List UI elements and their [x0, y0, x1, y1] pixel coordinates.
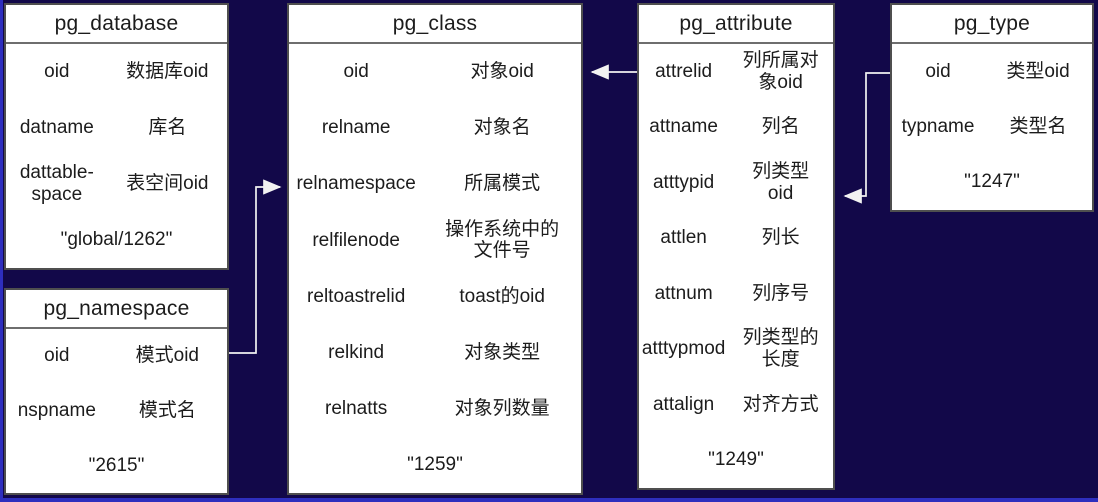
- arrow-pgtype-oid-to-pgattribute-atttypid: [843, 72, 890, 204]
- column-name: relkind: [328, 341, 385, 363]
- column-row: atttypmod 列类型的 长度: [639, 322, 833, 378]
- column-description: 类型名: [1009, 116, 1067, 138]
- column-description: toast的oid: [459, 285, 545, 307]
- column-description: 列序号: [752, 282, 810, 304]
- table-title: pg_class: [289, 5, 581, 44]
- table-body: oid 对象oid relname 对象名 relnamespace 所属模式 relfil…: [289, 44, 581, 493]
- table-title: pg_attribute: [639, 5, 833, 44]
- table-body: oid 模式oid nspname 模式名 "2615": [6, 329, 227, 493]
- column-name: relnatts: [325, 397, 388, 419]
- column-description: 对象oid: [470, 61, 534, 83]
- column-row: reltoastrelid toast的oid: [289, 269, 581, 325]
- column-name: attname: [649, 116, 718, 138]
- table-oid-footer: "1259": [407, 454, 463, 476]
- column-row: attname 列名: [639, 100, 833, 156]
- column-row: attalign 对齐方式: [639, 377, 833, 433]
- column-row: attrelid 列所属对 象oid: [639, 44, 833, 100]
- column-name: relfilenode: [312, 229, 400, 251]
- column-row: oid 数据库oid: [6, 44, 227, 100]
- column-name: oid: [44, 345, 70, 367]
- column-description: 列长: [761, 227, 800, 249]
- column-description: 所属模式: [464, 173, 541, 195]
- column-name: relname: [321, 117, 391, 139]
- column-row: oid 模式oid: [6, 329, 227, 384]
- column-description: 表空间oid: [126, 173, 209, 195]
- table-oid-footer: "2615": [88, 454, 145, 476]
- column-name: reltoastrelid: [307, 285, 406, 307]
- table-body: oid 数据库oid datname 库名 dattable- space 表空间oid "…: [6, 44, 227, 268]
- column-description: 列类型 oid: [752, 160, 810, 204]
- column-row: relnatts 对象列数量: [289, 381, 581, 437]
- column-name: nspname: [17, 400, 96, 422]
- table-oid-footer: "global/1262": [60, 229, 173, 251]
- column-row: relnamespace 所属模式: [289, 156, 581, 212]
- column-row: relkind 对象类型: [289, 325, 581, 381]
- column-description: 列类型的 长度: [742, 327, 819, 371]
- column-name: atttypid: [652, 171, 715, 193]
- column-row: relname 对象名: [289, 100, 581, 156]
- table-title: pg_namespace: [6, 290, 227, 329]
- column-description: 对象列数量: [454, 397, 550, 419]
- column-name: attrelid: [655, 60, 713, 82]
- column-name: oid: [343, 61, 369, 83]
- arrow-pgnamespace-oid-to-pgclass-relnamespace: [229, 179, 282, 354]
- column-row: atttypid 列类型 oid: [639, 155, 833, 211]
- column-row: dattable- space 表空间oid: [6, 156, 227, 212]
- column-name: typname: [901, 116, 975, 138]
- column-row: datname 库名: [6, 100, 227, 156]
- column-description: 操作系统中的 文件号: [445, 218, 560, 262]
- table-oid-footer: "1247": [964, 171, 1020, 193]
- column-description: 列名: [761, 116, 800, 138]
- column-row: oid 类型oid: [892, 44, 1092, 99]
- column-name: datname: [19, 117, 94, 139]
- column-row: attnum 列序号: [639, 266, 833, 322]
- column-name: dattable- space: [19, 162, 94, 205]
- column-name: attalign: [652, 393, 715, 415]
- column-description: 模式oid: [135, 345, 199, 367]
- column-description: 类型oid: [1006, 60, 1070, 82]
- column-description: 对象名: [473, 117, 531, 139]
- column-row: typname 类型名: [892, 99, 1092, 154]
- column-row: relfilenode 操作系统中的 文件号: [289, 212, 581, 268]
- table-title: pg_database: [6, 5, 227, 44]
- column-name: oid: [925, 60, 951, 82]
- column-description: 列所属对 象oid: [742, 49, 819, 93]
- column-name: atttypmod: [641, 338, 726, 360]
- table-body: oid 类型oid typname 类型名 "1247": [892, 44, 1092, 210]
- column-description: 对象类型: [464, 341, 541, 363]
- column-row: nspname 模式名: [6, 384, 227, 439]
- column-name: relnamespace: [296, 173, 416, 195]
- column-name: attlen: [660, 227, 707, 249]
- column-description: 对齐方式: [742, 393, 819, 415]
- column-row: attlen 列长: [639, 211, 833, 267]
- column-name: attnum: [654, 282, 713, 304]
- column-description: 模式名: [138, 400, 196, 422]
- column-name: oid: [44, 61, 70, 83]
- table-title: pg_type: [892, 5, 1092, 44]
- column-row: oid 对象oid: [289, 44, 581, 100]
- column-description: 数据库oid: [126, 61, 209, 83]
- table-body: attrelid 列所属对 象oid attname 列名 atttypid 列类型 oi…: [639, 44, 833, 488]
- table-oid-footer: "1249": [708, 449, 764, 471]
- column-description: 库名: [148, 117, 187, 139]
